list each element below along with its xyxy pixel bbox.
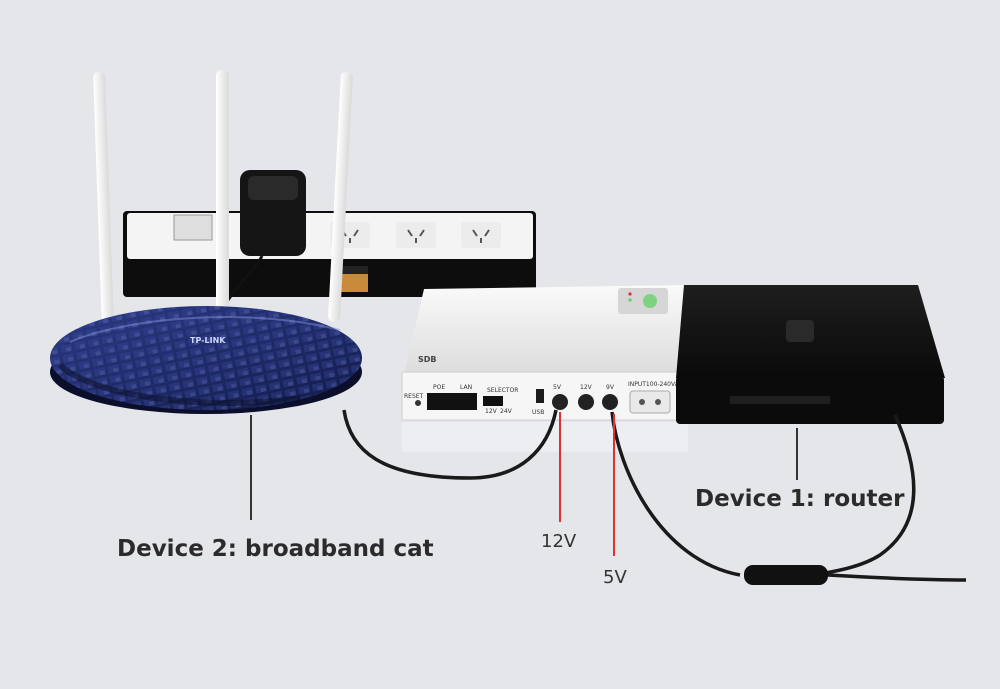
power-outlet <box>461 222 501 248</box>
label-12v: 12V <box>541 531 577 552</box>
port-12v <box>578 394 594 410</box>
port-9v <box>602 394 618 410</box>
antennas <box>93 70 353 332</box>
svg-text:SELECTOR: SELECTOR <box>487 387 518 394</box>
indicator-green-light <box>628 298 632 302</box>
black-router <box>676 285 945 424</box>
svg-text:LAN: LAN <box>460 384 472 391</box>
cable-splitter <box>744 565 828 585</box>
callout-lines <box>250 412 798 556</box>
svg-text:12V: 12V <box>485 408 498 415</box>
power-strip <box>123 211 536 297</box>
ac-input-socket <box>629 390 671 414</box>
mini-ups-box: SDB RESET POE LAN SELECTOR 12V 24V USB 5… <box>401 285 689 421</box>
power-adapter <box>226 170 306 301</box>
svg-text:POE: POE <box>433 384 445 391</box>
svg-text:SDB: SDB <box>418 355 437 364</box>
svg-text:9V: 9V <box>606 384 615 391</box>
ethernet-port-poe <box>427 393 477 410</box>
svg-text:24V: 24V <box>500 408 513 415</box>
power-outlet <box>396 222 436 248</box>
svg-text:INPUT100-240Vac: INPUT100-240Vac <box>628 381 682 388</box>
label-device-2: Device 2: broadband cat <box>117 536 434 562</box>
usb-port <box>536 389 544 403</box>
broadband-modem: TP-LINK <box>50 306 362 414</box>
selector-switch <box>483 396 503 406</box>
label-device-1: Device 1: router <box>695 486 905 512</box>
label-5v: 5V <box>603 567 627 588</box>
svg-text:5V: 5V <box>553 384 562 391</box>
power-button[interactable] <box>643 294 657 308</box>
reset-hole <box>415 400 421 406</box>
svg-text:RESET: RESET <box>404 393 424 400</box>
svg-text:12V: 12V <box>580 384 593 391</box>
port-5v <box>552 394 568 410</box>
cables <box>342 409 967 585</box>
svg-text:USB: USB <box>532 409 544 416</box>
indicator-red-light <box>628 292 632 296</box>
modem-brand-logo: TP-LINK <box>190 336 226 345</box>
